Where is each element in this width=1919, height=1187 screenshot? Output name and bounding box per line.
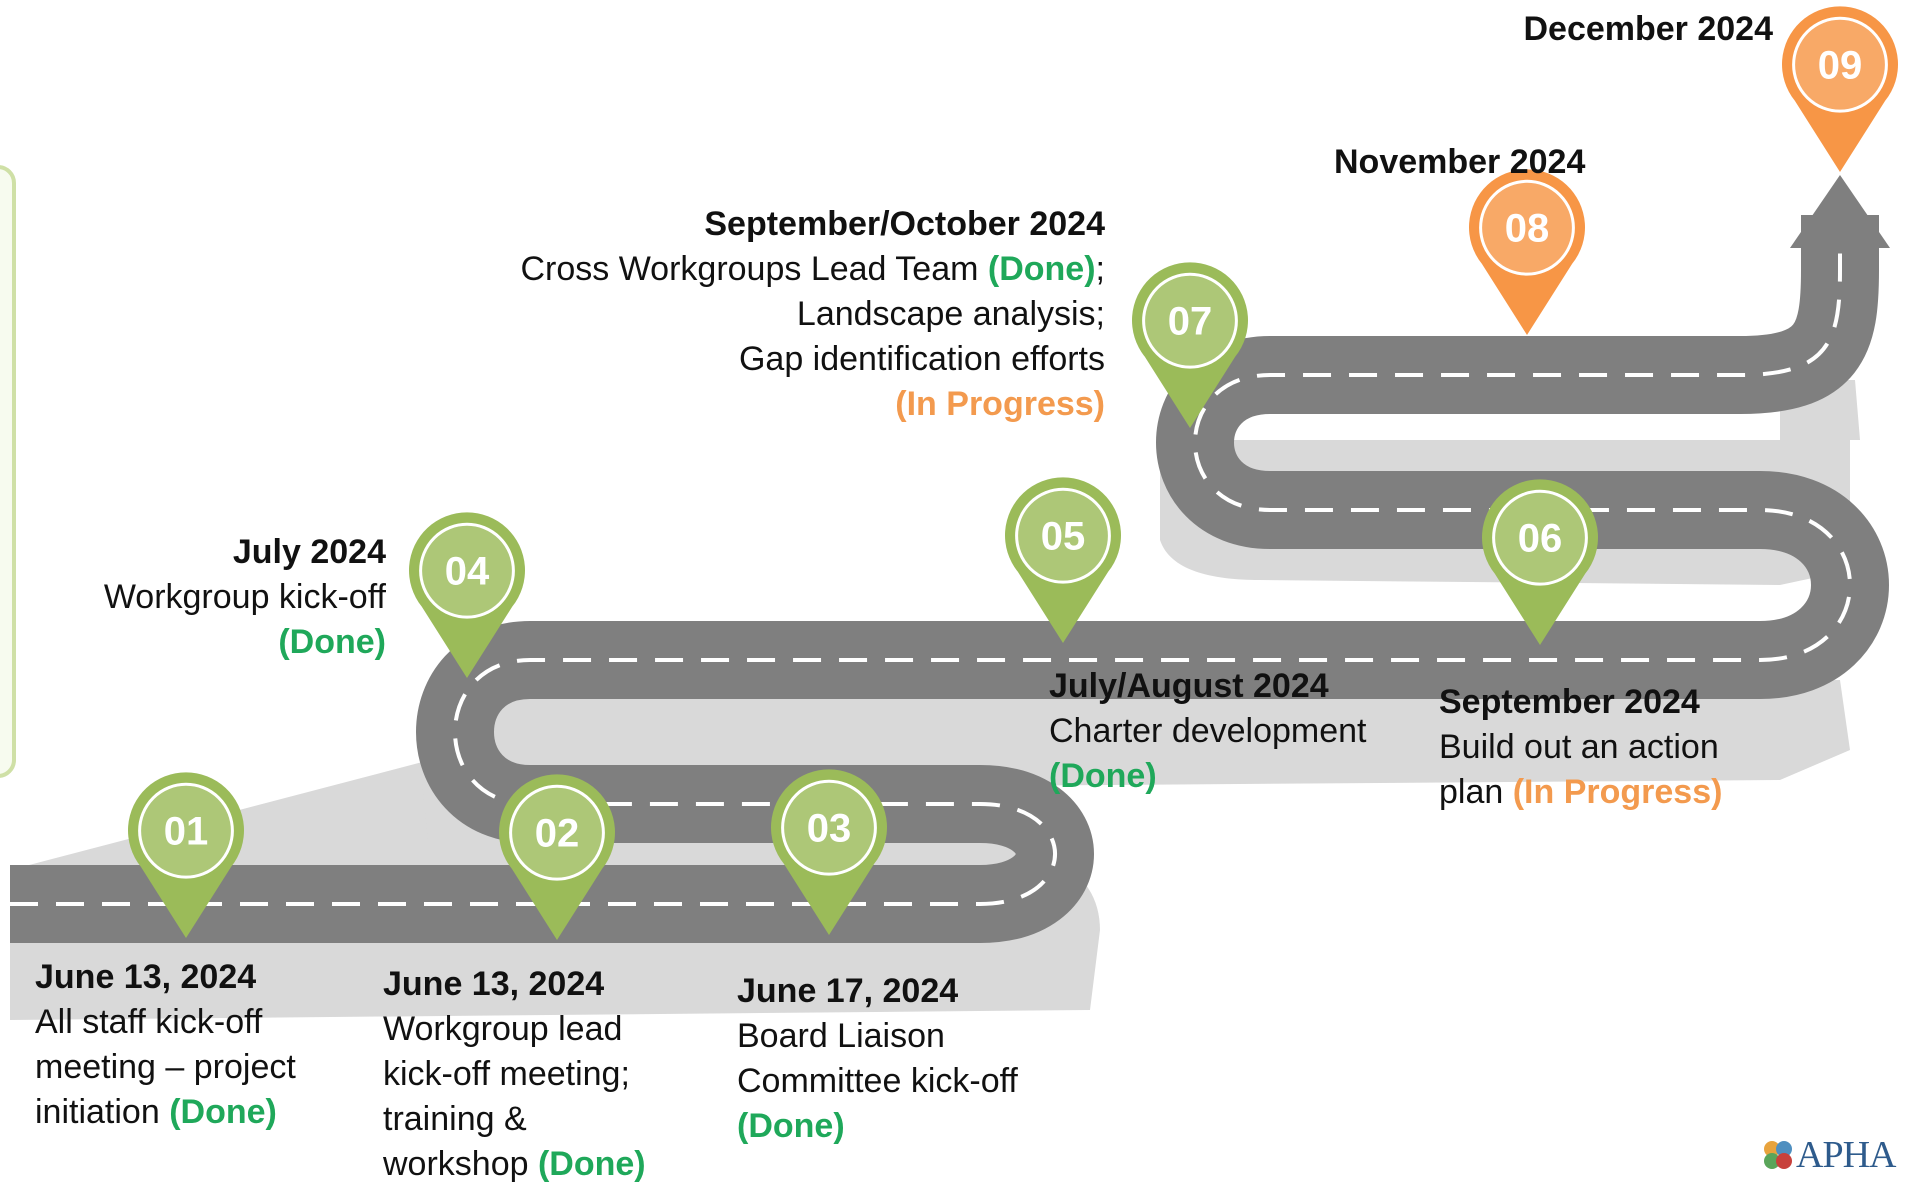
status-done: (Done): [987, 250, 1096, 288]
pin-02: 02: [498, 774, 615, 940]
pin-08: 08: [1469, 169, 1585, 335]
milestone-desc: Board Liaison: [737, 1017, 945, 1055]
pin-body: [1782, 6, 1898, 173]
pin-body: [1132, 262, 1248, 428]
pin-09: 09: [1782, 6, 1898, 173]
milestone-date: November 2024: [1334, 143, 1586, 181]
apha-logo: APHA: [1760, 1134, 1896, 1176]
milestone-06-label: September 2024 Build out an action plan …: [1439, 680, 1722, 815]
pin-body: [1005, 477, 1121, 643]
milestone-desc: initiation: [35, 1093, 160, 1131]
milestone-date: June 17, 2024: [737, 972, 959, 1010]
pin-body: [1469, 169, 1585, 335]
pin-ring: [781, 779, 877, 876]
pin-ring: [1792, 16, 1888, 113]
milestone-desc: workshop: [383, 1145, 529, 1183]
milestone-desc: kick-off meeting;: [383, 1055, 630, 1093]
milestone-date: September 2024: [1439, 683, 1700, 721]
pin-07: 07: [1132, 262, 1248, 428]
status-done: (Done): [278, 623, 386, 661]
milestone-02-label: June 13, 2024 Workgroup lead kick-off me…: [383, 962, 646, 1187]
pin-body: [409, 512, 525, 678]
milestone-desc: Committee kick-off: [737, 1062, 1018, 1100]
milestone-05-label: July/August 2024 Charter development (Do…: [1049, 664, 1367, 799]
status-done: (Done): [1049, 757, 1157, 795]
status-done: (Done): [537, 1145, 646, 1183]
milestone-desc: Cross Workgroups Lead Team: [520, 250, 979, 288]
milestone-09-label: December 2024: [1523, 7, 1773, 52]
apha-logo-icon: [1764, 1141, 1792, 1169]
pin-ring: [1015, 487, 1111, 584]
punctuation: ;: [1095, 250, 1105, 288]
milestone-date: July 2024: [232, 533, 386, 571]
status-in-progress: (In Progress): [895, 385, 1105, 423]
milestone-desc: plan: [1439, 773, 1504, 811]
pin-03: 03: [771, 769, 887, 935]
milestone-date: June 13, 2024: [35, 958, 257, 996]
pin-number: 06: [1518, 517, 1563, 561]
milestone-desc: training &: [383, 1100, 527, 1138]
pin-ring: [1142, 272, 1238, 369]
pin-number: 03: [807, 807, 852, 851]
pin-05: 05: [1005, 477, 1121, 643]
pin-06: 06: [1482, 479, 1598, 645]
pin-number: 02: [535, 812, 580, 856]
milestone-desc: Workgroup kick-off: [103, 578, 386, 616]
pin-body: [771, 769, 887, 935]
milestone-03-label: June 17, 2024 Board Liaison Committee ki…: [737, 969, 1018, 1149]
milestone-desc: Charter development: [1049, 712, 1367, 750]
pin-number: 07: [1168, 300, 1213, 344]
status-done: (Done): [169, 1093, 277, 1131]
pin-number: 05: [1041, 515, 1086, 559]
milestone-07-label: September/October 2024 Cross Workgroups …: [520, 202, 1105, 427]
milestone-01-label: June 13, 2024 All staff kick-off meeting…: [35, 955, 296, 1135]
pin-ring: [1479, 179, 1575, 276]
milestone-date: December 2024: [1523, 10, 1773, 48]
pin-body: [1482, 479, 1598, 645]
milestone-desc: Landscape analysis;: [796, 295, 1105, 333]
milestone-desc: All staff kick-off: [35, 1003, 263, 1041]
pin-ring: [419, 522, 515, 619]
pin-number: 09: [1818, 44, 1863, 88]
milestone-desc: Build out an action: [1439, 728, 1719, 766]
pin-04: 04: [409, 512, 525, 678]
milestone-08-label: November 2024: [1334, 140, 1585, 185]
road-center-line: [10, 215, 1852, 906]
road-arrow-head: [1790, 175, 1890, 248]
pin-number: 01: [164, 810, 209, 854]
milestone-desc: Gap identification efforts: [738, 340, 1105, 378]
milestone-date: July/August 2024: [1049, 667, 1329, 705]
pin-number: 04: [445, 550, 490, 594]
pin-number: 08: [1505, 207, 1550, 251]
pin-ring: [1492, 489, 1588, 586]
pin-body: [127, 772, 244, 938]
logo-text: APHA: [1796, 1134, 1896, 1176]
milestone-desc: meeting – project: [35, 1048, 296, 1086]
milestone-04-label: July 2024 Workgroup kick-off (Done): [104, 530, 386, 665]
milestone-date: September/October 2024: [704, 205, 1105, 243]
pin-ring: [138, 782, 234, 879]
pin-01: 01: [127, 772, 244, 938]
pin-ring: [509, 784, 605, 881]
milestone-date: June 13, 2024: [383, 965, 605, 1003]
milestone-desc: Workgroup lead: [383, 1010, 623, 1048]
status-done: (Done): [737, 1107, 845, 1145]
pin-body: [498, 774, 615, 940]
status-in-progress: (In Progress): [1512, 773, 1723, 811]
